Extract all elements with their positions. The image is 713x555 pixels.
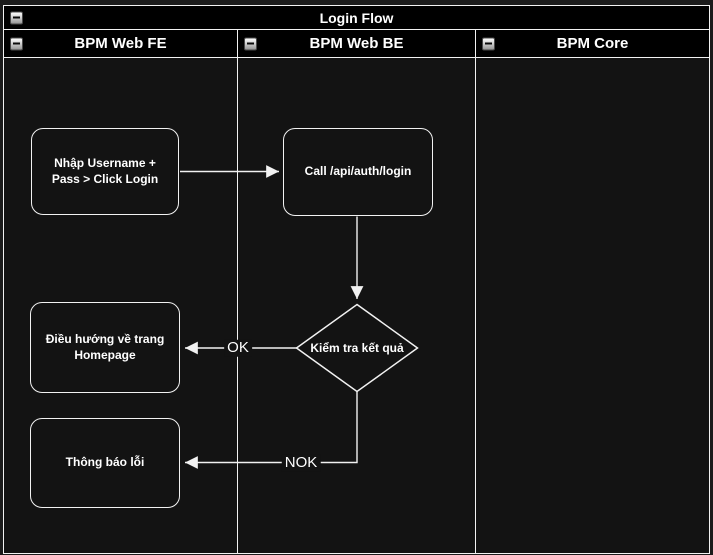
lane-header-row: BPM Web FE BPM Web BE BPM Core	[4, 30, 709, 58]
collapse-minus-icon[interactable]	[482, 37, 495, 50]
lane-body-bpm-core	[476, 58, 709, 553]
edge-label-nok: NOK	[281, 454, 321, 472]
collapse-minus-icon[interactable]	[244, 37, 257, 50]
edge-label-ok: OK	[224, 339, 252, 357]
lane-header-bpm-web-fe[interactable]: BPM Web FE	[4, 30, 238, 57]
pool-title-bar: Login Flow	[4, 6, 709, 30]
lane-label: BPM Web BE	[309, 35, 404, 52]
minus-glyph	[247, 42, 254, 45]
node-show-error[interactable]: Thông báo lỗi	[30, 418, 180, 508]
lane-header-bpm-core[interactable]: BPM Core	[476, 30, 709, 57]
node-redirect-homepage[interactable]: Điều hướng về trang Homepage	[30, 302, 180, 393]
pool-title: Login Flow	[319, 9, 394, 26]
collapse-minus-icon[interactable]	[10, 37, 23, 50]
lane-label: BPM Core	[556, 35, 629, 52]
minus-glyph	[13, 16, 20, 19]
lane-label: BPM Web FE	[74, 35, 167, 52]
lane-header-bpm-web-be[interactable]: BPM Web BE	[238, 30, 476, 57]
collapse-minus-icon[interactable]	[10, 11, 23, 24]
minus-glyph	[13, 42, 20, 45]
node-check-result-label[interactable]: Kiểm tra kết quả	[310, 341, 404, 355]
minus-glyph	[485, 42, 492, 45]
node-call-login-api[interactable]: Call /api/auth/login	[283, 128, 433, 216]
node-input-credentials[interactable]: Nhập Username + Pass > Click Login	[31, 128, 179, 215]
